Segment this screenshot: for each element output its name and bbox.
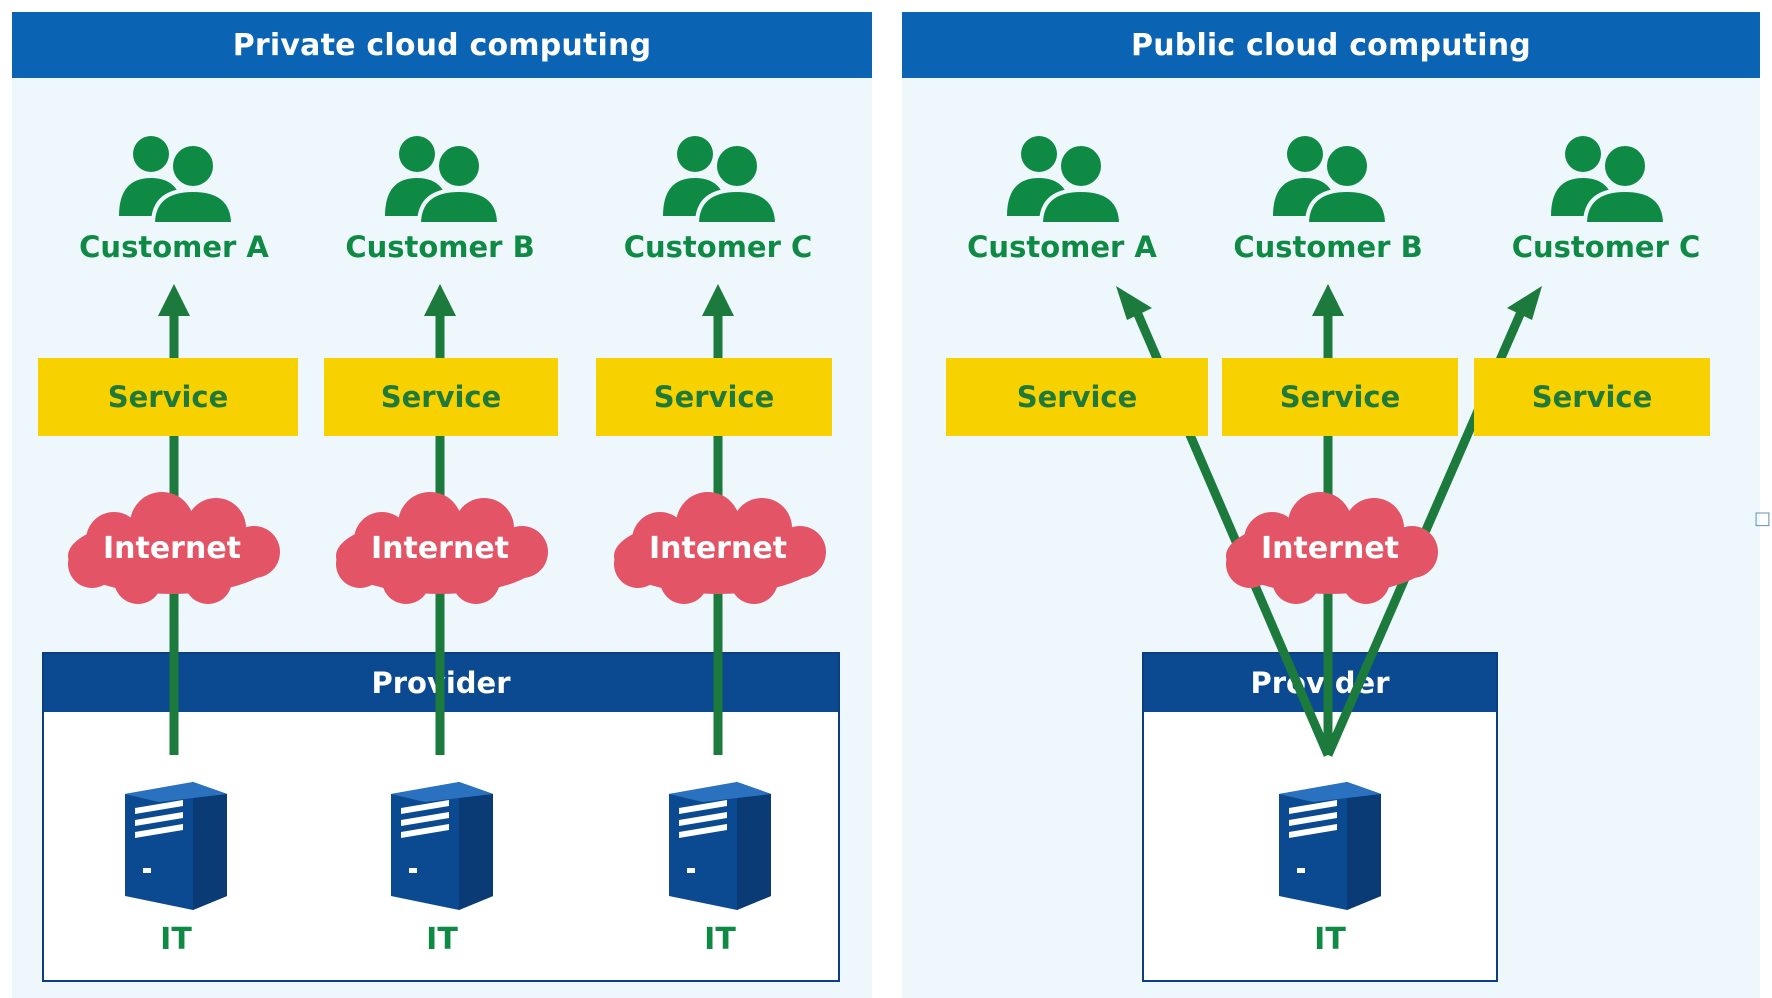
public-customer-c: Customer C xyxy=(1486,132,1726,272)
server-icon xyxy=(391,782,493,910)
cloud-label: Internet xyxy=(102,530,242,566)
customer-label: Customer A xyxy=(79,230,269,264)
public-customer-a: Customer A xyxy=(942,132,1182,272)
people-icon xyxy=(663,136,780,224)
server-label: IT xyxy=(1314,922,1346,957)
cloud-label: Internet xyxy=(370,530,510,566)
server-label: IT xyxy=(426,922,458,957)
private-server-a: IT xyxy=(116,772,236,972)
private-server-c: IT xyxy=(660,772,780,972)
people-icon xyxy=(119,136,236,224)
server-icon xyxy=(1279,782,1381,910)
private-service-c: Service xyxy=(596,358,832,436)
people-icon xyxy=(385,136,502,224)
private-server-b: IT xyxy=(382,772,502,972)
cloud-label: Internet xyxy=(1260,530,1400,566)
private-provider-bar: Provider xyxy=(44,654,838,712)
server-label: IT xyxy=(160,922,192,957)
private-customer-a: Customer A xyxy=(54,132,294,272)
cloud-label: Internet xyxy=(648,530,788,566)
cloud-icon xyxy=(614,492,826,604)
private-internet-cloud-a: Internet xyxy=(58,488,286,608)
private-internet-cloud-c: Internet xyxy=(604,488,832,608)
public-server: IT xyxy=(1270,772,1390,972)
public-service-a: Service xyxy=(946,358,1208,436)
cloud-icon xyxy=(68,492,280,604)
people-icon xyxy=(1551,136,1668,224)
public-service-c: Service xyxy=(1474,358,1710,436)
private-service-a: Service xyxy=(38,358,298,436)
private-cloud-title: Private cloud computing xyxy=(12,12,872,78)
cloud-icon xyxy=(336,492,548,604)
customer-label: Customer A xyxy=(967,230,1157,264)
customer-label: Customer C xyxy=(1511,230,1701,264)
server-icon xyxy=(669,782,771,910)
public-cloud-title: Public cloud computing xyxy=(902,12,1760,78)
server-icon xyxy=(125,782,227,910)
public-internet-cloud: Internet xyxy=(1216,488,1444,608)
people-icon xyxy=(1273,136,1390,224)
cloud-icon xyxy=(1226,492,1438,604)
public-service-b: Service xyxy=(1222,358,1458,436)
private-customer-b: Customer B xyxy=(320,132,560,272)
customer-label: Customer B xyxy=(345,230,535,264)
people-icon xyxy=(1007,136,1124,224)
private-customer-c: Customer C xyxy=(598,132,838,272)
edge-artifact: □ xyxy=(1754,508,1772,529)
customer-label: Customer B xyxy=(1233,230,1423,264)
server-label: IT xyxy=(704,922,736,957)
private-service-b: Service xyxy=(324,358,558,436)
private-internet-cloud-b: Internet xyxy=(326,488,554,608)
public-customer-b: Customer B xyxy=(1208,132,1448,272)
public-provider-bar: Provider xyxy=(1144,654,1496,712)
customer-label: Customer C xyxy=(623,230,813,264)
